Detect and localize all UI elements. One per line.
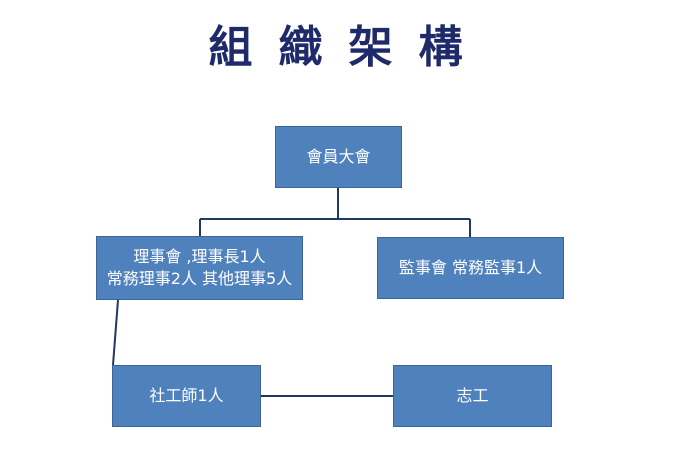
volunteer-box: 志工 (393, 365, 552, 427)
supervisors-label: 監事會 常務監事1人 (398, 258, 543, 277)
social-worker-box: 社工師1人 (112, 365, 261, 427)
social-worker-label: 社工師1人 (149, 386, 224, 405)
members-assembly-box: 會員大會 (275, 126, 402, 188)
board-label-line2: 常務理事2人 其他理事5人 (106, 269, 293, 288)
connector-board-to-social-worker (112, 299, 119, 366)
board-of-directors-box: 理事會 ,理事長1人 常務理事2人 其他理事5人 (96, 236, 303, 300)
board-of-supervisors-box: 監事會 常務監事1人 (377, 237, 564, 299)
chart-title: 組織架構 (208, 22, 489, 73)
board-label-line1: 理事會 ,理事長1人 (133, 247, 266, 266)
members-assembly-label: 會員大會 (306, 147, 371, 166)
volunteer-label: 志工 (456, 386, 489, 405)
